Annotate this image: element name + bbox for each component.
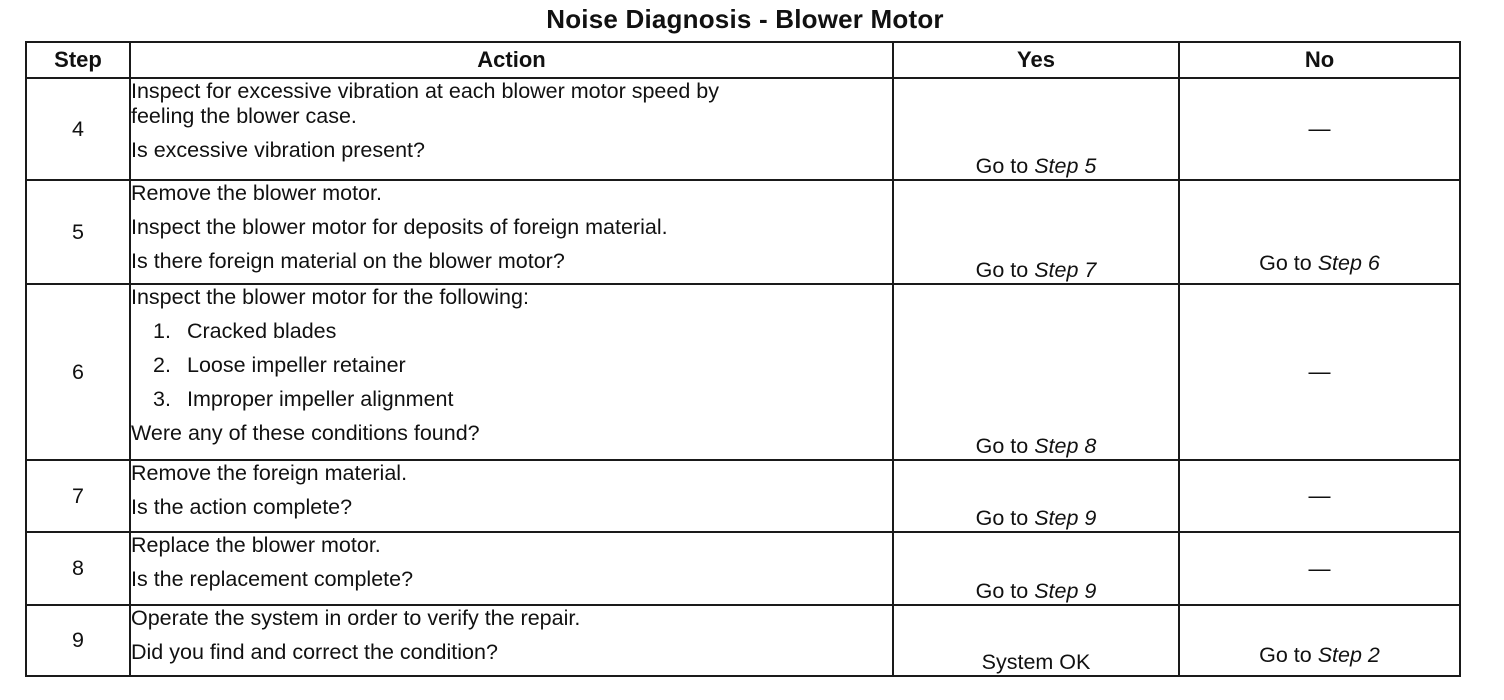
step-reference: Step 7 xyxy=(1034,258,1097,282)
no-dash: — xyxy=(1308,483,1331,508)
header-row: Step Action Yes No xyxy=(25,41,1461,79)
header-step: Step xyxy=(25,41,131,79)
list-item: 2. Loose impeller retainer xyxy=(131,353,892,378)
step-reference: Step 8 xyxy=(1034,434,1097,458)
no-cell: — xyxy=(1178,531,1461,606)
step-number: 6 xyxy=(25,283,131,461)
step-reference: Step 9 xyxy=(1034,579,1097,603)
no-cell: — xyxy=(1178,459,1461,533)
page-title: Noise Diagnosis - Blower Motor xyxy=(546,4,944,34)
action-line: Operate the system in order to verify th… xyxy=(131,606,581,630)
list-number: 2. xyxy=(153,353,171,377)
action-line: Remove the foreign material. xyxy=(131,461,408,485)
yes-cell: Go to Step 9 xyxy=(892,531,1180,606)
no-dash: — xyxy=(1308,116,1331,141)
no-cell: Go to Step 2 xyxy=(1178,604,1461,677)
step-number: 5 xyxy=(25,179,131,285)
yes-prefix: Go to xyxy=(975,434,1035,458)
table-row: 6 Inspect the blower motor for the follo… xyxy=(25,283,1461,461)
list-number: 3. xyxy=(153,387,171,411)
no-cell: — xyxy=(1178,77,1461,181)
yes-prefix: Go to xyxy=(975,154,1035,178)
step-reference: Step 5 xyxy=(1034,154,1097,178)
action-line: Inspect the blower motor for the followi… xyxy=(131,285,529,309)
yes-prefix: Go to xyxy=(975,506,1035,530)
list-text: Loose impeller retainer xyxy=(187,353,406,377)
step-number: 8 xyxy=(25,531,131,606)
no-prefix: Go to xyxy=(1259,643,1318,667)
action-line: Inspect the blower motor for deposits of… xyxy=(131,215,668,239)
action-line: Replace the blower motor. xyxy=(131,533,381,557)
step-reference: Step 9 xyxy=(1034,506,1097,530)
step-number: 9 xyxy=(25,604,131,677)
step-number: 4 xyxy=(25,77,131,181)
yes-cell: Go to Step 5 xyxy=(892,77,1180,181)
action-line: feeling the blower case. xyxy=(131,104,357,128)
action-question: Is there foreign material on the blower … xyxy=(131,249,565,273)
header-no: No xyxy=(1178,41,1461,79)
action-question: Is excessive vibration present? xyxy=(131,138,425,162)
table-row: 7 Remove the foreign material. Is the ac… xyxy=(25,459,1461,533)
table-row: 9 Operate the system in order to verify … xyxy=(25,604,1461,677)
list-item: 1. Cracked blades xyxy=(131,319,892,344)
action-line: Inspect for excessive vibration at each … xyxy=(131,79,719,103)
yes-prefix: Go to xyxy=(975,579,1035,603)
action-question: Is the action complete? xyxy=(131,495,353,519)
no-cell: — xyxy=(1178,283,1461,461)
list-number: 1. xyxy=(153,319,171,343)
table-row: 5 Remove the blower motor. Inspect the b… xyxy=(25,179,1461,285)
action-cell: Operate the system in order to verify th… xyxy=(129,604,894,677)
action-line: Remove the blower motor. xyxy=(131,181,382,205)
step-reference: Step 2 xyxy=(1317,643,1380,667)
action-cell: Inspect the blower motor for the followi… xyxy=(129,283,894,461)
list-text: Cracked blades xyxy=(187,319,337,343)
list-text: Improper impeller alignment xyxy=(187,387,454,411)
diagnosis-table: Step Action Yes No 4 Inspect for excessi… xyxy=(25,41,1461,677)
step-number: 7 xyxy=(25,459,131,533)
no-cell: Go to Step 6 xyxy=(1178,179,1461,285)
yes-text: System OK xyxy=(981,650,1091,674)
yes-cell: Go to Step 7 xyxy=(892,179,1180,285)
yes-cell: Go to Step 8 xyxy=(892,283,1180,461)
no-prefix: Go to xyxy=(1259,251,1318,275)
header-action: Action xyxy=(129,41,894,79)
header-yes: Yes xyxy=(892,41,1180,79)
no-dash: — xyxy=(1308,359,1331,384)
table-row: 8 Replace the blower motor. Is the repla… xyxy=(25,531,1461,606)
no-dash: — xyxy=(1308,555,1331,581)
yes-prefix: Go to xyxy=(975,258,1035,282)
action-cell: Remove the foreign material. Is the acti… xyxy=(129,459,894,533)
yes-cell: System OK xyxy=(892,604,1180,677)
yes-cell: Go to Step 9 xyxy=(892,459,1180,533)
action-question: Is the replacement complete? xyxy=(131,567,414,591)
list-item: 3. Improper impeller alignment xyxy=(131,387,892,412)
action-question: Did you find and correct the condition? xyxy=(131,640,498,664)
step-reference: Step 6 xyxy=(1317,251,1380,275)
action-cell: Inspect for excessive vibration at each … xyxy=(129,77,894,181)
table-row: 4 Inspect for excessive vibration at eac… xyxy=(25,77,1461,181)
action-question: Were any of these conditions found? xyxy=(131,421,480,445)
action-cell: Replace the blower motor. Is the replace… xyxy=(129,531,894,606)
action-cell: Remove the blower motor. Inspect the blo… xyxy=(129,179,894,285)
